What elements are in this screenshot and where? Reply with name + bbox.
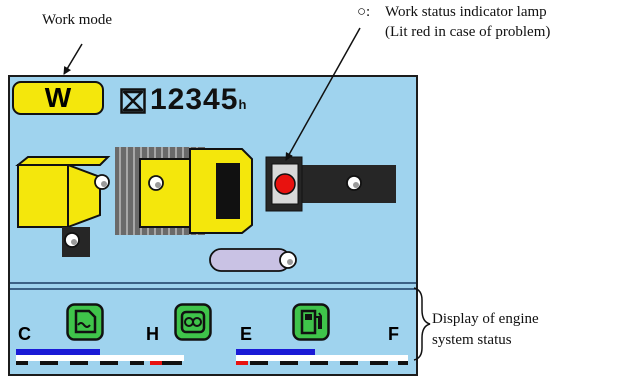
hourglass-icon: [120, 88, 146, 114]
fuel-gauge-empty-label: E: [240, 324, 253, 344]
indicator-label-line1: Work status indicator lamp: [385, 4, 547, 20]
temp-gauge-low-label: C: [18, 324, 31, 344]
fuel-gauge-full-label: F: [388, 324, 399, 344]
work-status-lamp: [274, 173, 296, 195]
engine-status-brace: [413, 287, 431, 361]
indicator-lamp-arrow: [285, 27, 361, 161]
fuel-icon: [292, 303, 330, 341]
monitor-screen: W 12345h: [8, 75, 418, 376]
hydraulic-oil-icon: [174, 303, 212, 341]
engine-status-label-line2: system status: [432, 332, 512, 348]
work-mode-badge[interactable]: W: [12, 81, 104, 115]
temp-gauge-high-label: H: [146, 324, 159, 344]
coolant-temperature-icon: [66, 303, 104, 341]
work-mode-letter: W: [44, 82, 72, 113]
indicator-symbol: ○:: [357, 4, 371, 20]
temp-gauge-fill: [16, 349, 100, 355]
indicator-label-line2: (Lit red in case of problem): [385, 24, 551, 40]
engine-gauges: [16, 349, 408, 365]
machine-diagram: [10, 147, 416, 290]
work-mode-arrow: [63, 43, 83, 75]
fuel-gauge-fill: [236, 349, 315, 355]
hour-meter-value: 12345: [150, 83, 239, 116]
engine-status-label-line1: Display of engine: [432, 311, 539, 327]
work-mode-label: Work mode: [42, 12, 113, 28]
hour-meter-unit: h: [238, 97, 247, 112]
